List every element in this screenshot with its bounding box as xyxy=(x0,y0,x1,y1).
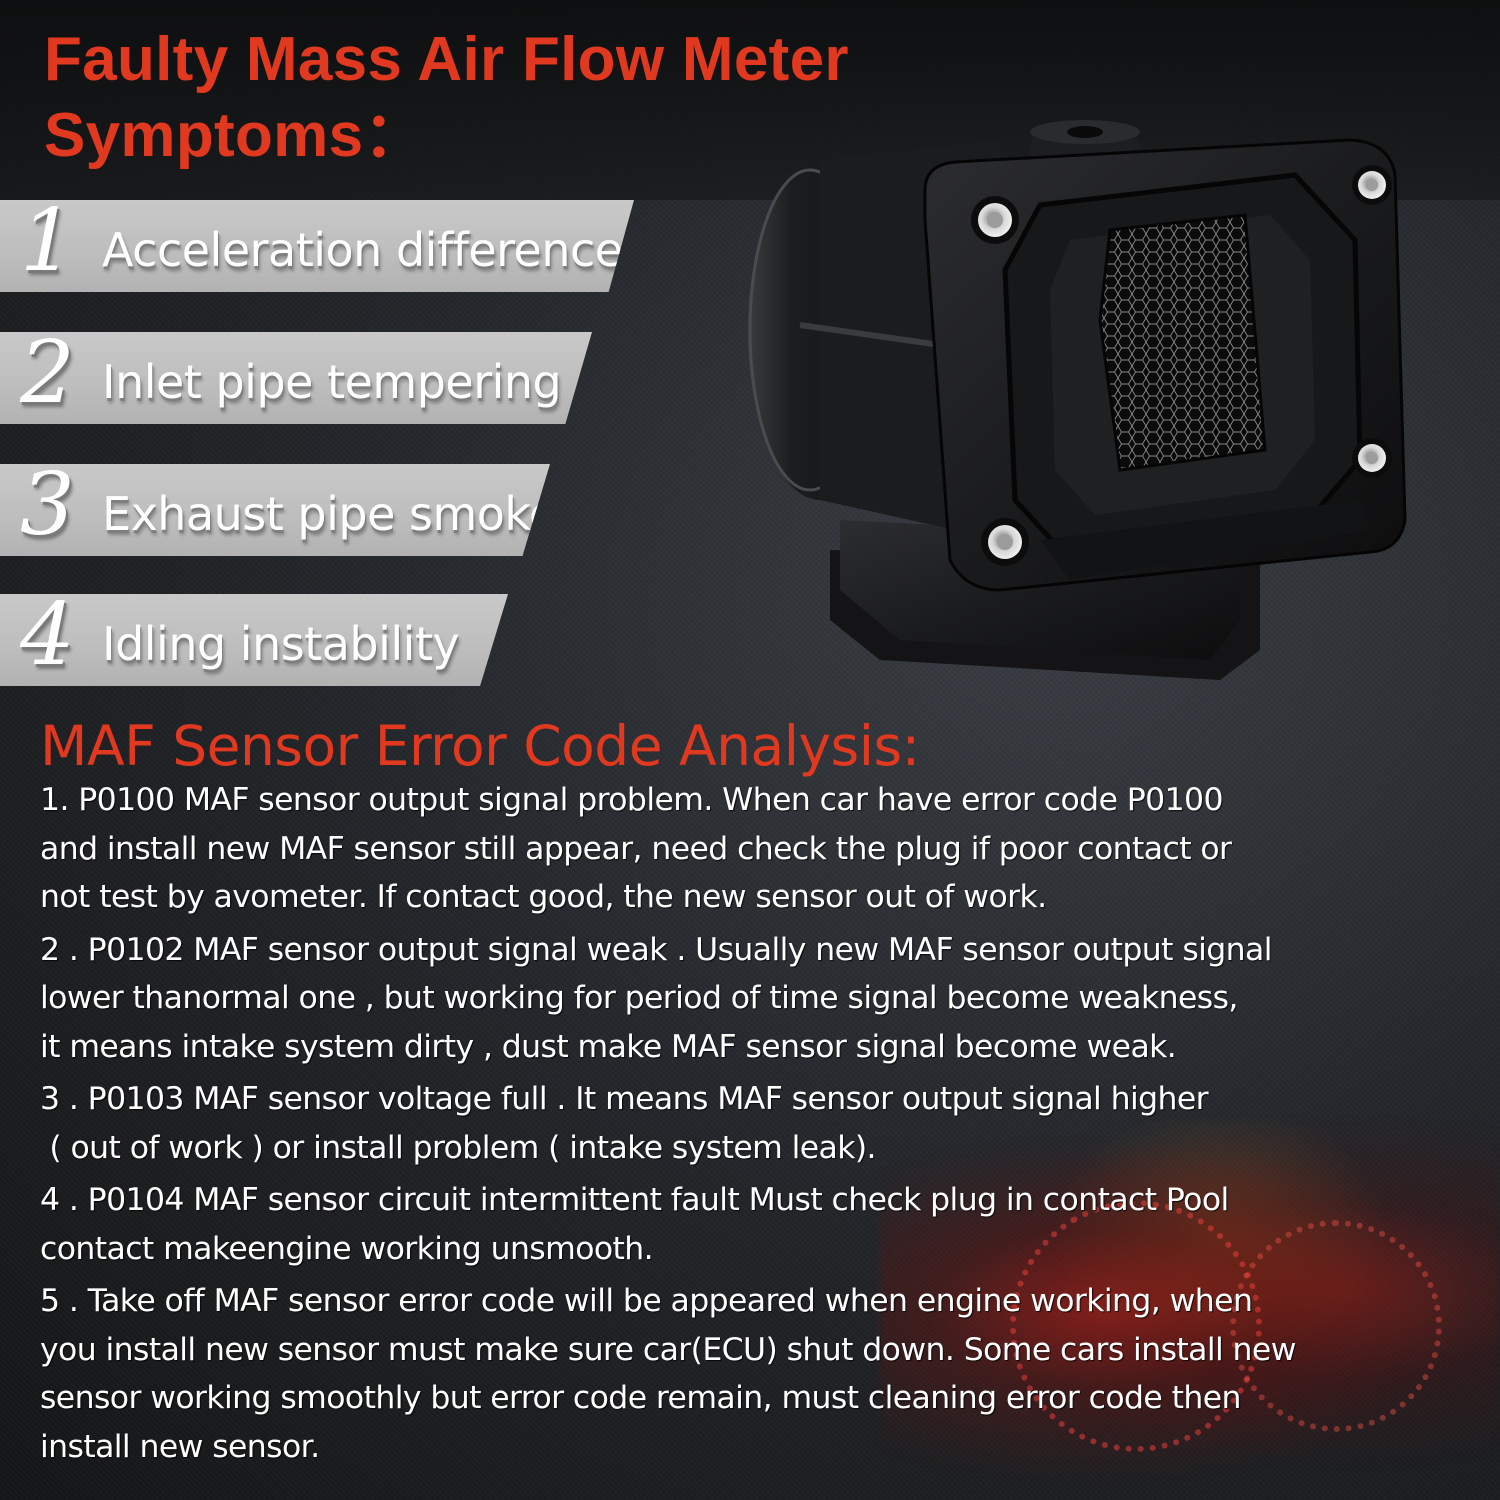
symptom-number: 4 xyxy=(20,585,75,685)
analysis-line: lower thanormal one , but working for pe… xyxy=(40,980,1238,1016)
analysis-line: you install new sensor must make sure ca… xyxy=(40,1331,1296,1368)
analysis-line: 4 . P0104 MAF sensor circuit intermitten… xyxy=(40,1182,1229,1218)
symptom-banner-2: 2 Inlet pipe tempering xyxy=(0,332,592,424)
symptom-number: 2 xyxy=(20,323,75,423)
analysis-item-p0102: 2 . P0102 MAF sensor output signal weak … xyxy=(40,926,1460,1072)
symptom-banner-3: 3 Exhaust pipe smoke xyxy=(0,464,550,556)
analysis-line: ( out of work ) or install problem ( int… xyxy=(40,1129,876,1166)
analysis-item-p0100: 1. P0100 MAF sensor output signal proble… xyxy=(40,776,1460,922)
analysis-line: 5 . Take off MAF sensor error code will … xyxy=(40,1283,1253,1319)
analysis-line: not test by avometer. If contact good, t… xyxy=(40,879,1047,915)
symptom-label: Idling instability xyxy=(102,617,460,671)
analysis-item-p0104: 4 . P0104 MAF sensor circuit intermitten… xyxy=(40,1176,1460,1273)
analysis-line: sensor working smoothly but error code r… xyxy=(40,1380,1241,1416)
page-title: Faulty Mass Air Flow Meter Symptoms： xyxy=(44,22,849,174)
title-line-2: Symptoms： xyxy=(44,101,426,170)
analysis-line: it means intake system dirty , dust make… xyxy=(40,1028,1177,1065)
analysis-item-p0103: 3 . P0103 MAF sensor voltage full . It m… xyxy=(40,1075,1460,1172)
analysis-line: install new sensor. xyxy=(40,1428,320,1465)
symptom-number: 3 xyxy=(20,455,75,555)
analysis-title: MAF Sensor Error Code Analysis: xyxy=(40,714,920,778)
symptom-banner-1: 1 Acceleration difference xyxy=(0,200,634,292)
maf-sensor-image xyxy=(748,120,1407,680)
symptom-banner-4: 4 Idling instability xyxy=(0,594,508,686)
analysis-line: 2 . P0102 MAF sensor output signal weak … xyxy=(40,931,1273,968)
symptom-label: Acceleration difference xyxy=(102,223,623,277)
speedometer-gauge-icon xyxy=(1230,1220,1442,1432)
symptom-number: 1 xyxy=(20,191,75,291)
title-line-1: Faulty Mass Air Flow Meter xyxy=(44,25,849,94)
analysis-item-take-off: 5 . Take off MAF sensor error code will … xyxy=(40,1277,1460,1471)
analysis-line: and install new MAF sensor still appear,… xyxy=(40,830,1232,867)
symptom-label: Inlet pipe tempering xyxy=(102,355,562,409)
symptom-label: Exhaust pipe smoke xyxy=(102,487,557,541)
analysis-line: 1. P0100 MAF sensor output signal proble… xyxy=(40,782,1224,818)
analysis-list: 1. P0100 MAF sensor output signal proble… xyxy=(40,776,1460,1475)
analysis-line: 3 . P0103 MAF sensor voltage full . It m… xyxy=(40,1081,1209,1117)
analysis-line: contact makeengine working unsmooth. xyxy=(40,1230,654,1267)
